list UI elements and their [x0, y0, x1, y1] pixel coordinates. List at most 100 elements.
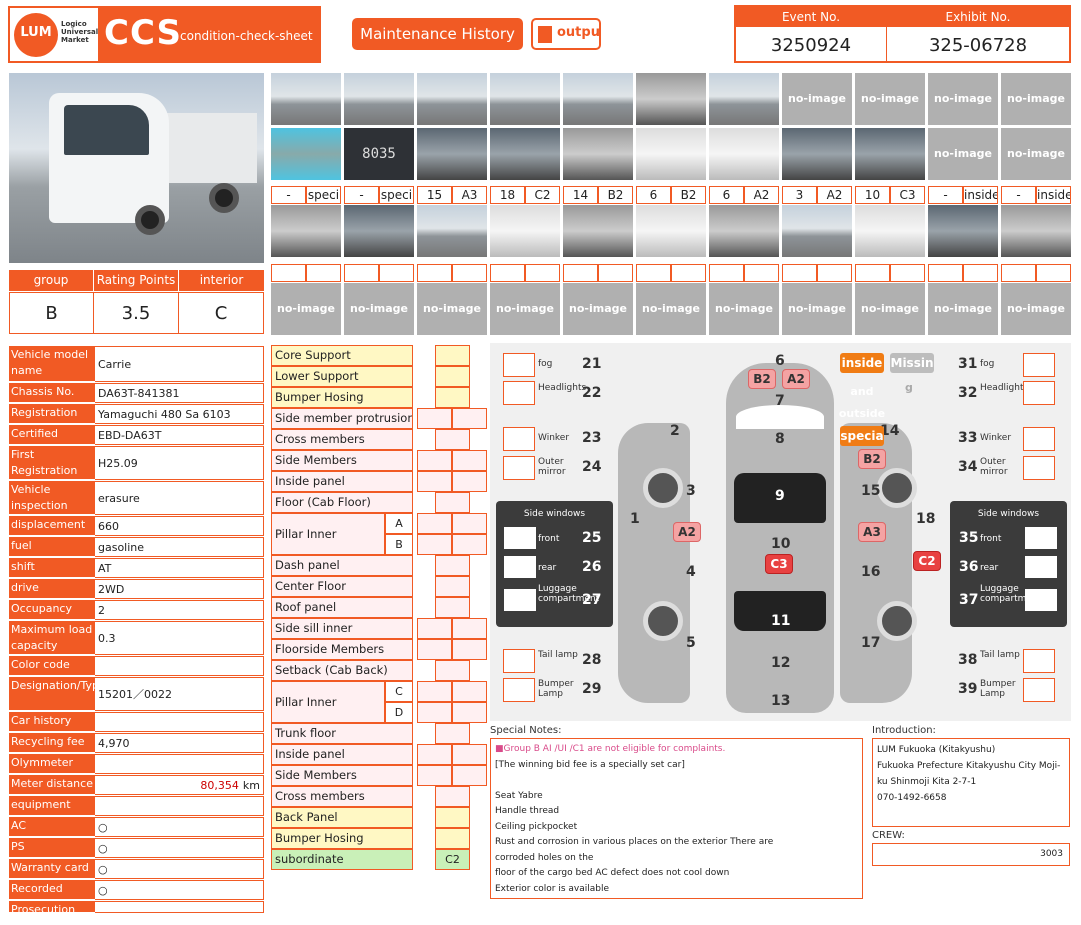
damage-photo-thumbnail[interactable] [709, 205, 779, 257]
luggage-right-box[interactable] [1025, 589, 1057, 611]
checklist-box[interactable] [417, 765, 452, 786]
winker-left-box[interactable] [503, 427, 535, 451]
mirror-right-box[interactable] [1023, 456, 1055, 480]
checklist-box[interactable] [435, 429, 470, 450]
checklist-box[interactable] [452, 534, 487, 555]
checklist-box[interactable]: C2 [435, 849, 470, 870]
damage-tag-18-c2[interactable]: C2 [913, 551, 941, 571]
bumper-lamp-left-box[interactable] [503, 678, 535, 702]
checklist-box[interactable] [452, 702, 487, 723]
area-1[interactable]: 1 [630, 511, 640, 527]
maintenance-history-button[interactable]: Maintenance History [352, 18, 523, 50]
area-6[interactable]: 6 [775, 353, 785, 369]
checklist-box[interactable] [435, 786, 470, 807]
area-14[interactable]: 14 [880, 423, 900, 439]
checklist-box[interactable] [452, 408, 487, 429]
checklist-box[interactable] [417, 744, 452, 765]
front-window-left-box[interactable] [504, 527, 536, 549]
checklist-box[interactable] [435, 492, 470, 513]
vehicle-photo-thumbnail[interactable] [490, 73, 560, 125]
bumper-lamp-right-box[interactable] [1023, 678, 1055, 702]
area-18[interactable]: 18 [916, 511, 936, 527]
checklist-box[interactable] [435, 387, 470, 408]
headlights-right-box[interactable] [1023, 381, 1055, 405]
checklist-box[interactable] [417, 618, 452, 639]
damage-tag-6-b2[interactable]: B2 [748, 369, 776, 389]
damage-photo-thumbnail[interactable] [490, 205, 560, 257]
area-8[interactable]: 8 [775, 431, 785, 447]
winker-right-box[interactable] [1023, 427, 1055, 451]
checklist-box[interactable] [452, 744, 487, 765]
checklist-box[interactable] [435, 555, 470, 576]
vehicle-photo-thumbnail[interactable] [417, 128, 487, 180]
checklist-box[interactable] [452, 513, 487, 534]
checklist-box[interactable] [435, 345, 470, 366]
damage-tag-3-a2[interactable]: A2 [673, 522, 701, 542]
checklist-box[interactable] [417, 681, 452, 702]
checklist-box[interactable] [435, 366, 470, 387]
area-11[interactable]: 11 [771, 613, 791, 629]
luggage-left-box[interactable] [504, 589, 536, 611]
area-13[interactable]: 13 [771, 693, 791, 709]
checklist-box[interactable] [435, 576, 470, 597]
checklist-box[interactable] [417, 471, 452, 492]
checklist-box[interactable] [435, 807, 470, 828]
damage-photo-thumbnail[interactable] [928, 205, 998, 257]
checklist-box[interactable] [435, 597, 470, 618]
vehicle-photo-thumbnail[interactable] [417, 73, 487, 125]
checklist-box[interactable] [452, 450, 487, 471]
area-10[interactable]: 10 [771, 536, 791, 552]
vehicle-photo-thumbnail[interactable] [855, 128, 925, 180]
rear-window-right-box[interactable] [1025, 556, 1057, 578]
checklist-box[interactable] [417, 513, 452, 534]
vehicle-photo-thumbnail[interactable] [709, 128, 779, 180]
area-7[interactable]: 7 [775, 393, 785, 409]
area-2[interactable]: 2 [670, 423, 680, 439]
damage-tag-14-b2[interactable]: B2 [858, 449, 886, 469]
checklist-box[interactable] [417, 702, 452, 723]
area-12[interactable]: 12 [771, 655, 791, 671]
output-pdf-button[interactable]: outpu [531, 18, 601, 50]
checklist-box[interactable] [452, 681, 487, 702]
checklist-box[interactable] [452, 765, 487, 786]
vehicle-photo-thumbnail[interactable] [563, 128, 633, 180]
area-17[interactable]: 17 [861, 635, 881, 651]
main-vehicle-photo[interactable] [9, 73, 264, 263]
checklist-box[interactable] [417, 408, 452, 429]
vehicle-photo-thumbnail[interactable] [490, 128, 560, 180]
damage-photo-thumbnail[interactable] [417, 205, 487, 257]
mirror-left-box[interactable] [503, 456, 535, 480]
area-3[interactable]: 3 [686, 483, 696, 499]
damage-photo-thumbnail[interactable] [271, 205, 341, 257]
vehicle-photo-thumbnail[interactable] [271, 128, 341, 180]
vehicle-photo-thumbnail[interactable] [344, 73, 414, 125]
checklist-box[interactable] [417, 534, 452, 555]
area-5[interactable]: 5 [686, 635, 696, 651]
tail-lamp-right-box[interactable] [1023, 649, 1055, 673]
checklist-box[interactable] [417, 450, 452, 471]
checklist-box[interactable] [452, 618, 487, 639]
checklist-box[interactable] [435, 828, 470, 849]
checklist-box[interactable] [452, 471, 487, 492]
damage-photo-thumbnail[interactable] [855, 205, 925, 257]
damage-tag-15-a3[interactable]: A3 [858, 522, 886, 542]
damage-photo-thumbnail[interactable] [636, 205, 706, 257]
damage-photo-thumbnail[interactable] [1001, 205, 1071, 257]
checklist-box[interactable] [452, 639, 487, 660]
fog-right-box[interactable] [1023, 353, 1055, 377]
checklist-box[interactable] [435, 660, 470, 681]
area-16[interactable]: 16 [861, 564, 881, 580]
checklist-box[interactable] [435, 723, 470, 744]
front-window-right-box[interactable] [1025, 527, 1057, 549]
damage-photo-thumbnail[interactable] [344, 205, 414, 257]
damage-tag-6-a2[interactable]: A2 [782, 369, 810, 389]
rear-window-left-box[interactable] [504, 556, 536, 578]
checklist-box[interactable] [417, 639, 452, 660]
tail-lamp-left-box[interactable] [503, 649, 535, 673]
headlights-left-box[interactable] [503, 381, 535, 405]
damage-tag-10-c3[interactable]: C3 [765, 554, 793, 574]
vehicle-photo-thumbnail[interactable] [271, 73, 341, 125]
damage-photo-thumbnail[interactable] [563, 205, 633, 257]
fog-left-box[interactable] [503, 353, 535, 377]
vehicle-photo-thumbnail[interactable] [636, 128, 706, 180]
